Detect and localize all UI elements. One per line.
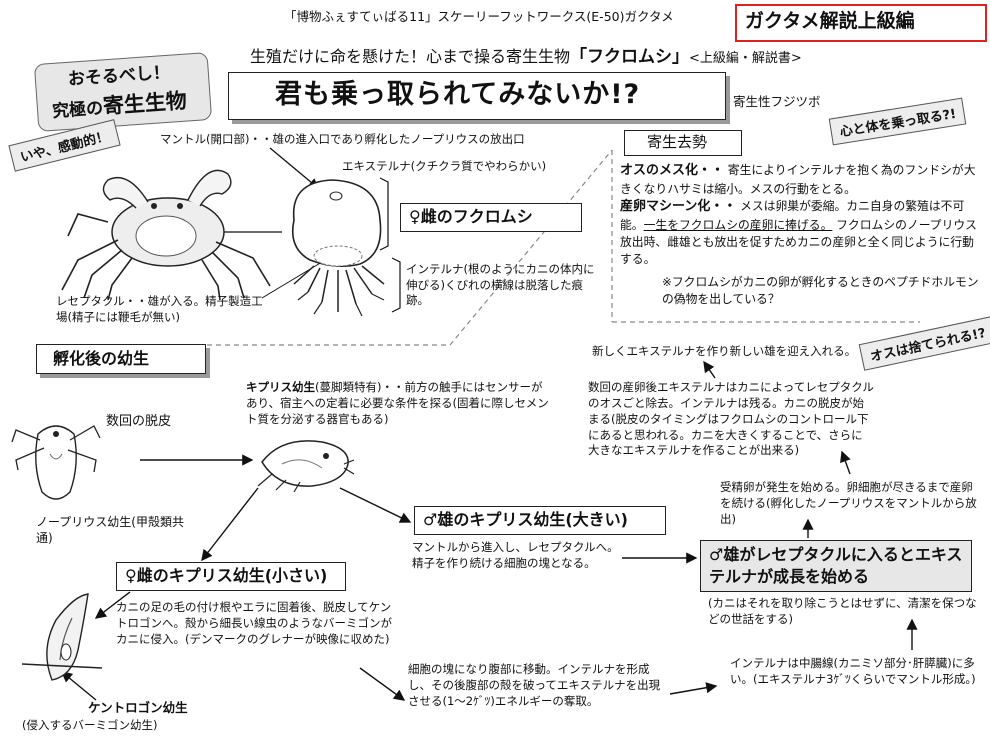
new-externa-text: 新しくエキステルナを作り新しい雄を迎え入れる。 (592, 344, 857, 358)
removal-text: 数回の産卵後エキステルナはカニによってレセプタクルのオスごと除去。インテルナは残… (588, 380, 874, 458)
main-title-note: 寄生性フジツボ (733, 94, 821, 109)
larva-title-box: 孵化後の幼生 (36, 344, 206, 374)
male-feminization-text: 寄生によりインテルナを抱く為のフンドシが大きくなりハサミは縮小。メスの行動をとる… (620, 163, 976, 196)
parasitism-note: ※フクロムシがカニの卵が孵化するときのペプチドホルモンの偽物を出している？ (662, 275, 979, 307)
scary-line2b: 寄生生物 (102, 88, 188, 119)
male-cypris-label: ♂雄のキプリス幼生(大きい) (423, 510, 628, 529)
parasitism-title: 寄生去勢 (647, 133, 708, 151)
female-parasite-label: ♀雌のフクロムシ (409, 207, 533, 226)
subtitle: 生殖だけに命を懸けた！心まで操る寄生生物「フクロムシ」<上級編・解説書> (250, 47, 802, 68)
egg-machine-head: 産卵マシーン化・・ (620, 199, 737, 214)
cypris-name: キプリス幼生 (246, 380, 315, 394)
main-title: 君も乗っ取られてみないか!? (275, 79, 641, 110)
interna-label: インテルナ(根のようにカニの体内に伸びる)くびれの横線は脱落した痕跡。 (406, 262, 595, 308)
male-enters-text: ♂雄がレセプタクルに入るとエキステルナが成長を始める (709, 545, 963, 586)
male-cypris-box: ♂雄のキプリス幼生(大きい) (414, 506, 666, 535)
vermigon-label: (侵入するバーミゴン幼生) (22, 718, 158, 732)
main-title-box: 君も乗っ取られてみないか!? (228, 72, 726, 120)
nauplius-illustration (11, 425, 101, 500)
cypris-illustration (257, 440, 355, 492)
scary-line2a: 究極の (51, 98, 104, 122)
female-cypris-text: カニの足の毛の付け根やエラに固着後、脱皮してケントロゴンへ。殻から細長い線虫のよ… (116, 600, 392, 646)
crab-care-text: (カニはそれを取り除こうとはせずに、清潔を保つなどの世話をする) (708, 596, 977, 626)
egg-machine-text-b: 一生をフクロムシの産卵に捧げる。 (643, 217, 833, 232)
subtitle-suffix: <上級編・解説書> (689, 51, 802, 66)
externa-label: エキステルナ(クチクラ質でやわらかい) (342, 159, 547, 173)
cypris-description: キプリス幼生(蔓脚類特有)・・前方の触手にはセンサーがあり、宿主への定着に必要な… (246, 380, 550, 428)
kentrogon-illustration (22, 593, 103, 681)
male-cypris-text: マントルから進入し、レセプタクルへ。精子を作り続ける細胞の塊となる。 (412, 540, 619, 570)
scary-line2: 究極の寄生生物 (51, 88, 188, 124)
larva-title: 孵化後の幼生 (53, 349, 150, 368)
mantle-label: マントル(開口部)・・雄の進入口であり孵化したノープリウスの放出口 (160, 132, 525, 146)
level-badge-text: ガクタメ解説上級編 (745, 10, 915, 32)
egg-machine-text-c: フクロムシのノープリウス放出時、雌雄とも放出を促すためカニの産卵と全く同じように… (620, 217, 977, 267)
kentrogon-label: ケントロゴン幼生 (88, 700, 188, 715)
cell-mass-text: 細胞の塊になり腹部に移動。インテルナを形成し、その後腹部の殻を破ってエキステルナ… (408, 662, 661, 708)
molts-label: 数回の脱皮 (106, 414, 172, 429)
female-cypris-box: ♀雌のキプリス幼生(小さい) (116, 562, 346, 591)
fertilize-text: 受精卵が発生を始める。卵細胞が尽きるまで産卵を続ける(孵化したノープリウスをマン… (720, 480, 977, 526)
parasitism-male: オスのメス化・・ 寄生によりインテルナを抱く為のフンドシが大きくなりハサミは縮小… (620, 162, 980, 198)
interna-growth-text: インテルナは中腸線(カニミソ部分･肝膵臓)に多い。(エキステルナ3ｹﾞﾂくらいで… (730, 656, 976, 686)
externa-illustration (291, 179, 385, 317)
subtitle-prefix: 生殖だけに命を懸けた！心まで操る寄生生物 (250, 47, 571, 66)
subtitle-strong: 「フクロムシ」 (570, 47, 690, 67)
parasitism-egg: 産卵マシーン化・・ メスは卵巣が委縮。カニ自身の繁殖は不可能。一生をフクロムシの… (620, 198, 978, 268)
cypris-rest: (蔓脚類特有)・・前方の触手にはセンサーがあり、宿主への定着に必要な条件を探る(… (246, 380, 549, 426)
female-cypris-label: ♀雌のキプリス幼生(小さい) (125, 566, 328, 585)
crab-illustration (61, 169, 271, 300)
level-badge: ガクタメ解説上級編 (735, 4, 987, 42)
scary-tag: おそるべし！ 究極の寄生生物 (33, 52, 213, 132)
male-feminization-head: オスのメス化・・ (620, 163, 725, 178)
nauplius-label: ノープリウス幼生(甲殻類共通) (36, 515, 184, 546)
receptacle-label: レセプタクル・・雄が入る。精子製造工場(精子には鞭毛が無い) (56, 294, 263, 324)
parasitism-title-box: 寄生去勢 (624, 130, 742, 156)
male-enters-box: ♂雄がレセプタクルに入るとエキステルナが成長を始める (700, 540, 972, 592)
female-parasite-box: ♀雌のフクロムシ (400, 203, 582, 232)
scary-line1: おそるべし！ (67, 62, 171, 90)
source-credit: 「博物ふぇすてぃばる11」スケーリーフットワークス(E-50)ガクタメ (284, 9, 674, 24)
egg-machine-text-a: メスは卵巣が委縮。カニ自身の繁殖は不可能。 (620, 199, 965, 232)
